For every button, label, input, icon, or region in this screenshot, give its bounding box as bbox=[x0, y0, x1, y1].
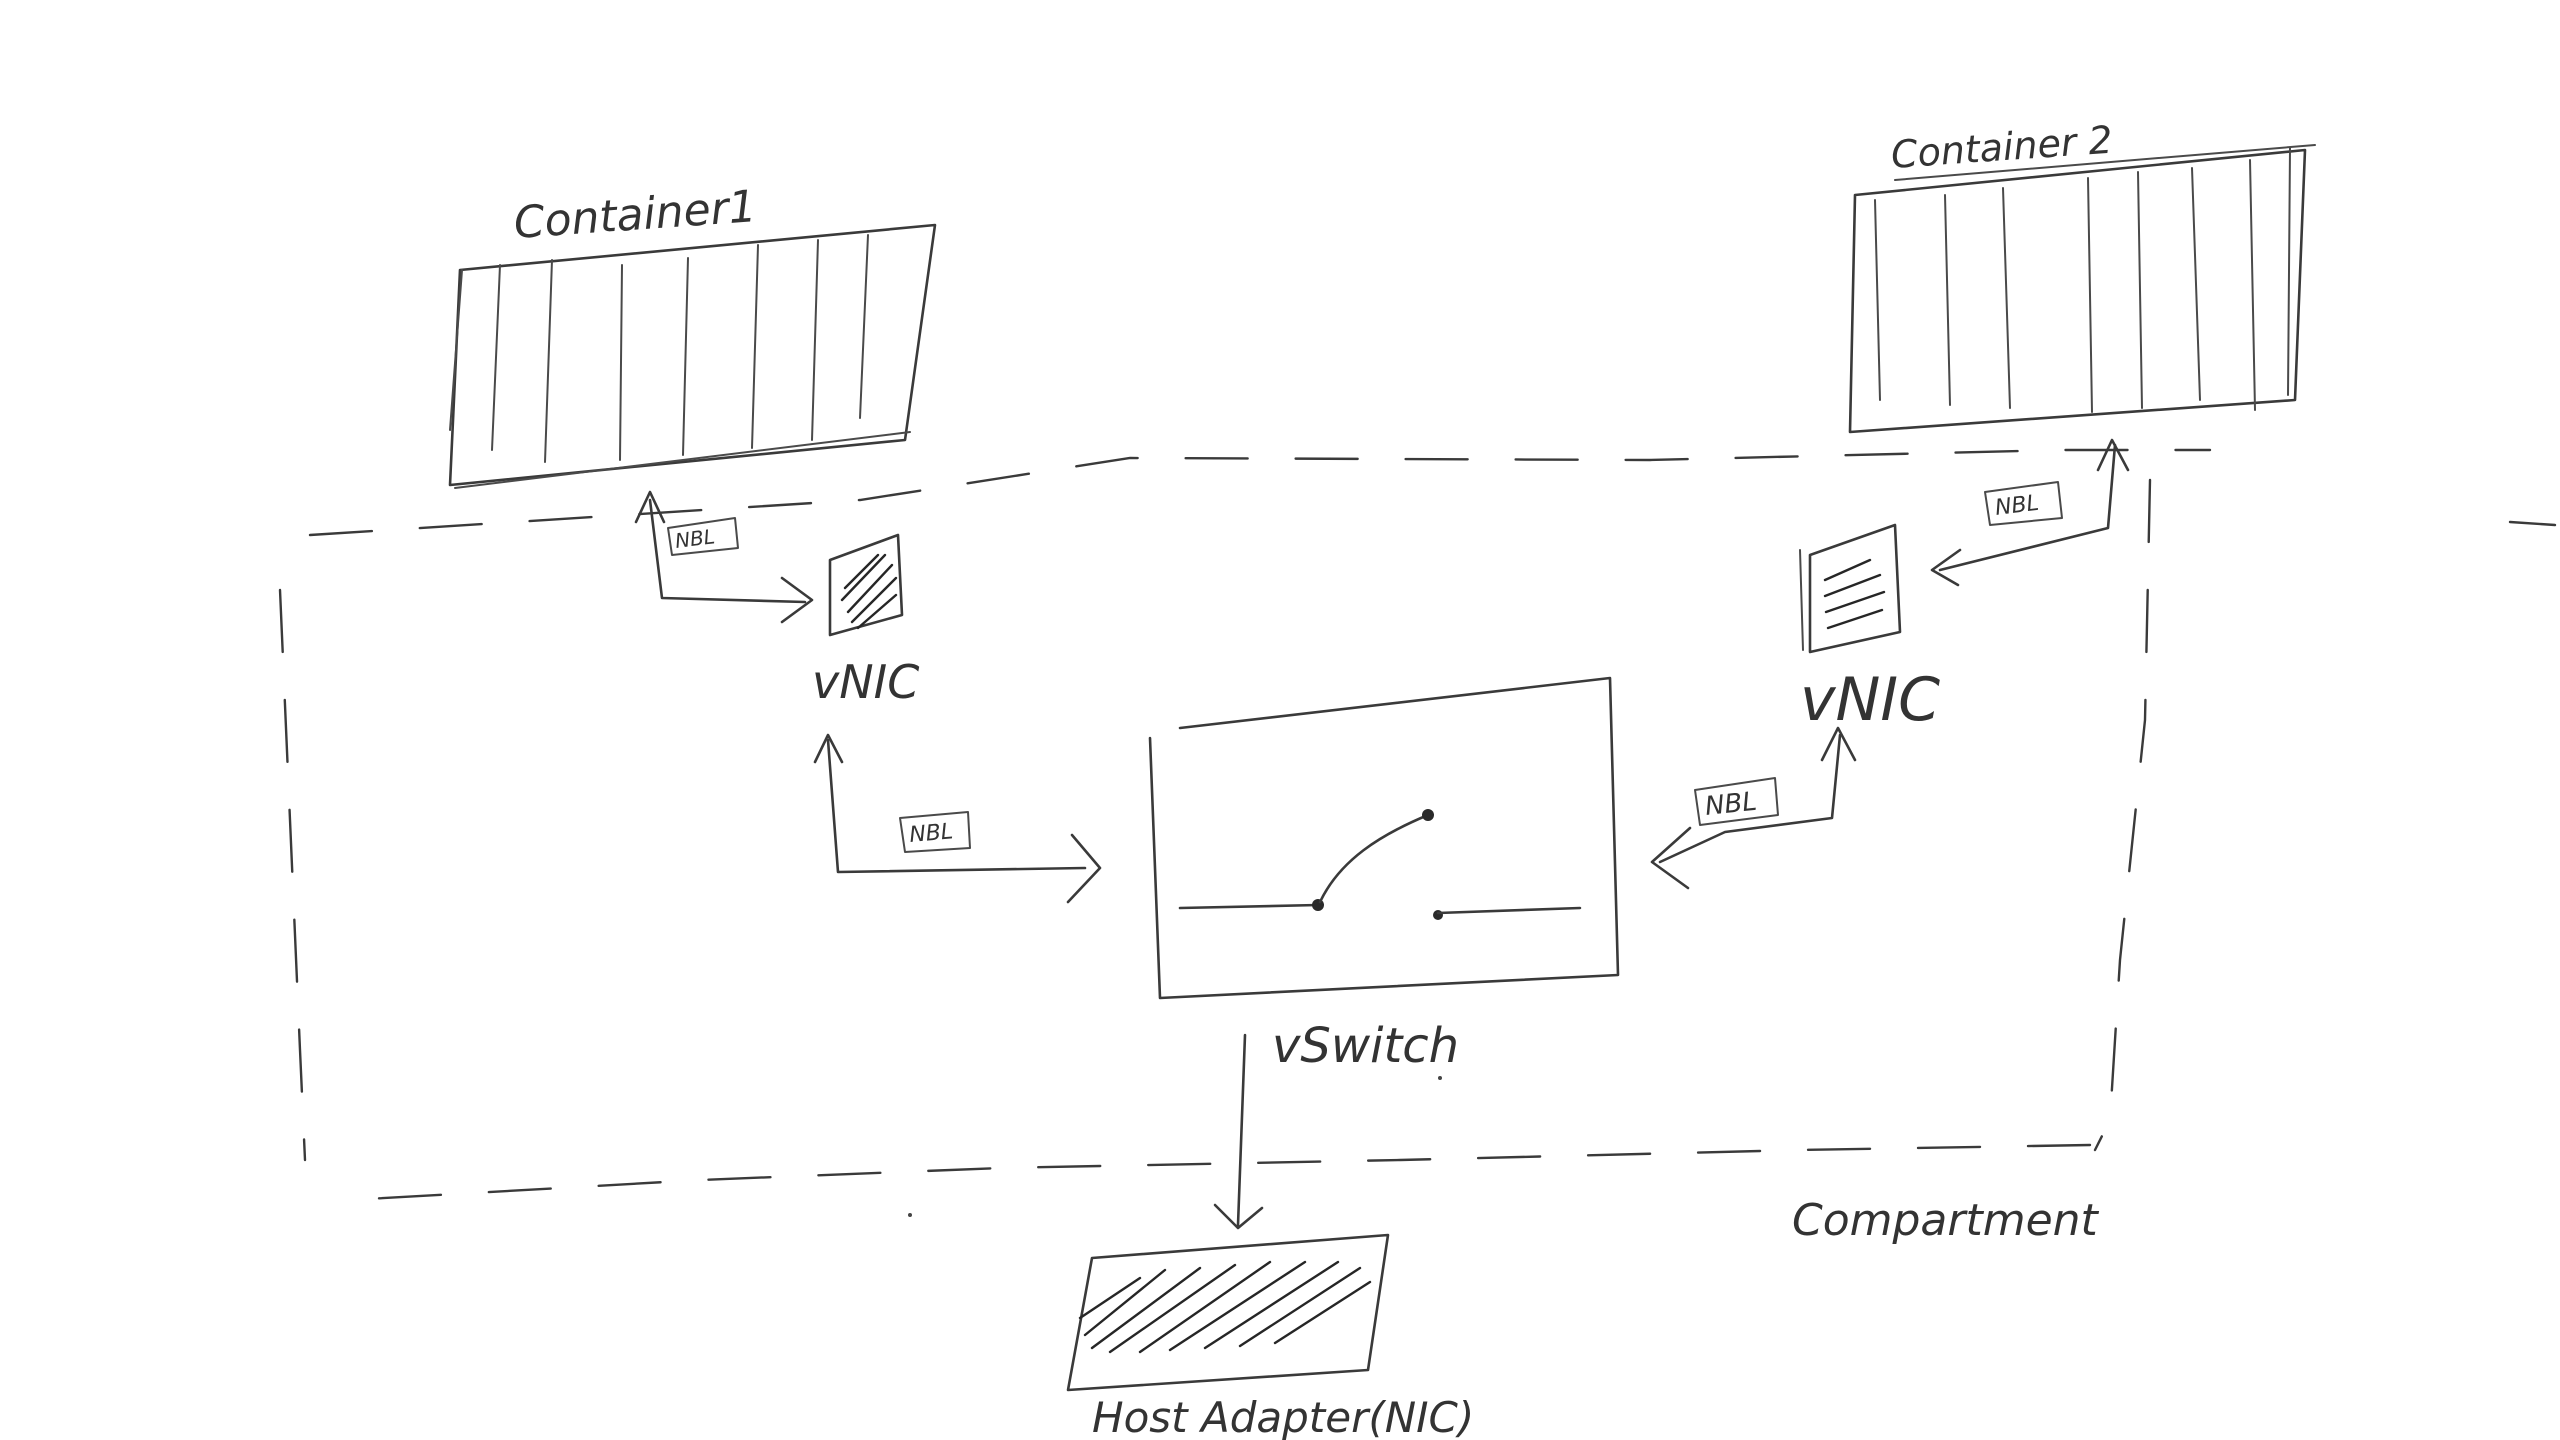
packet-tag-1 bbox=[667, 517, 739, 556]
packet-tag-2 bbox=[899, 811, 971, 853]
arrow-vnic1-vswitch bbox=[813, 733, 1102, 904]
host-adapter-label: Host Adapter(NIC) bbox=[1092, 1393, 1474, 1440]
switch-contact-left bbox=[1312, 899, 1324, 911]
arrow-vnic2-container2 bbox=[1930, 438, 2130, 587]
packet-tag-3-label: NBL bbox=[1994, 491, 2041, 521]
vnic-2 bbox=[1799, 523, 1902, 654]
vswitch-label: vSwitch bbox=[1272, 1018, 1459, 1074]
host-adapter bbox=[1066, 1233, 1390, 1392]
packet-tag-2-label: NBL bbox=[908, 819, 954, 848]
packet-tag-3 bbox=[1984, 481, 2063, 526]
arrow-container1-vnic1 bbox=[634, 490, 814, 624]
ink-speck bbox=[1438, 1076, 1442, 1080]
packet-tag-4-label: NBL bbox=[1704, 787, 1759, 822]
switch-contact-top bbox=[1422, 809, 1434, 821]
container-2-label: Container 2 bbox=[1890, 118, 2114, 177]
container-1 bbox=[448, 223, 937, 489]
compartment-boundary bbox=[278, 448, 2557, 1202]
packet-tag-4 bbox=[1694, 777, 1779, 826]
ink-speck bbox=[908, 1213, 912, 1217]
container-2 bbox=[1848, 144, 2316, 434]
vnic-1-label: vNIC bbox=[812, 655, 919, 709]
vnic-1 bbox=[828, 533, 904, 637]
arrow-vswitch-host-adapter bbox=[1213, 1033, 1264, 1230]
container-1-label: Container1 bbox=[512, 181, 758, 249]
compartment-label: Compartment bbox=[1792, 1195, 2100, 1246]
vswitch bbox=[1148, 676, 1620, 1000]
arrow-vswitch-vnic2 bbox=[1650, 726, 1857, 890]
switch-contact-right bbox=[1433, 910, 1443, 920]
vnic-2-label: vNIC bbox=[1800, 665, 1940, 735]
packet-tag-1-label: NBL bbox=[674, 524, 716, 553]
